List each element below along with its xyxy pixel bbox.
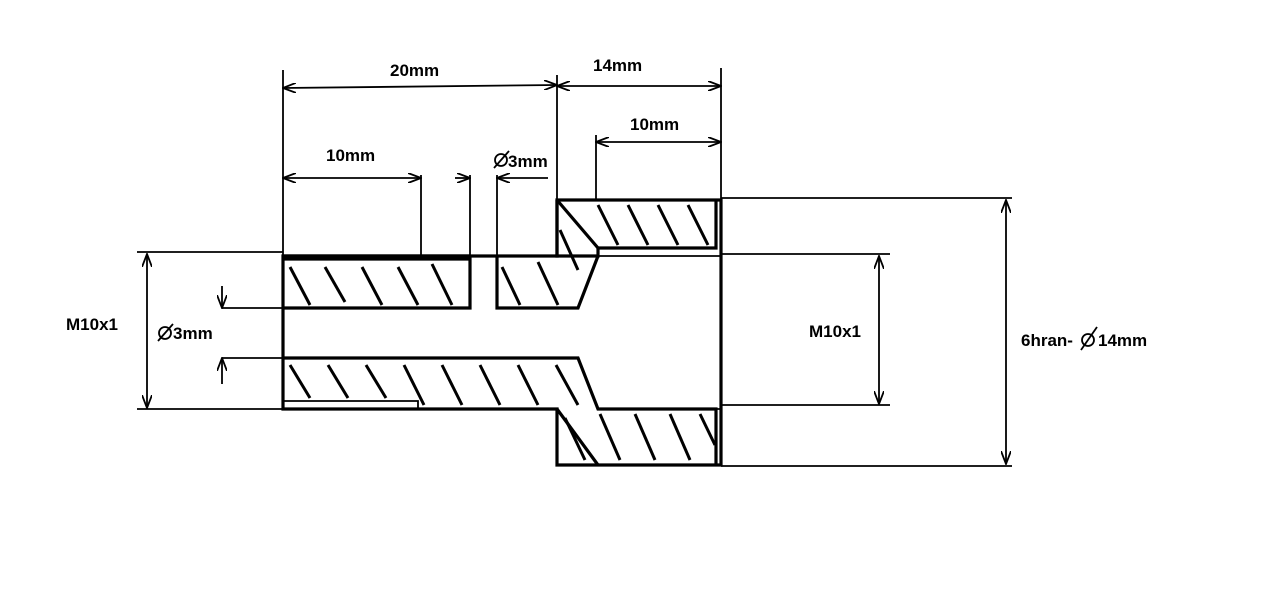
diameter-symbol-cross-hole [493, 150, 510, 169]
dim-hex-diameter: 14mm [1098, 331, 1147, 350]
top-middle-block [495, 255, 600, 310]
dim-thread-right: M10x1 [809, 322, 861, 341]
dim-thread-left: M10x1 [66, 315, 118, 334]
diameter-symbol-bore [157, 323, 174, 342]
hatching [288, 204, 717, 461]
dim-length-right: 14mm [593, 56, 642, 75]
dim-length-left: 20mm [390, 61, 439, 80]
part-outline [281, 198, 723, 467]
dim-cross-hole: 3mm [508, 152, 548, 171]
dimension-lines [137, 68, 1012, 467]
dim-hex-size: 6hran- [1021, 331, 1073, 350]
bottom-left-inner-line [283, 400, 419, 409]
top-left-thread-region [283, 257, 472, 310]
dim-thread-depth-left: 10mm [326, 146, 375, 165]
diameter-symbol-hex [1080, 326, 1098, 351]
dim-bore-left: 3mm [173, 324, 213, 343]
bottom-chamfer [555, 408, 600, 466]
top-chamfer [555, 198, 600, 250]
dim-thread-depth-right: 10mm [630, 115, 679, 134]
left-body-outline [281, 198, 723, 467]
